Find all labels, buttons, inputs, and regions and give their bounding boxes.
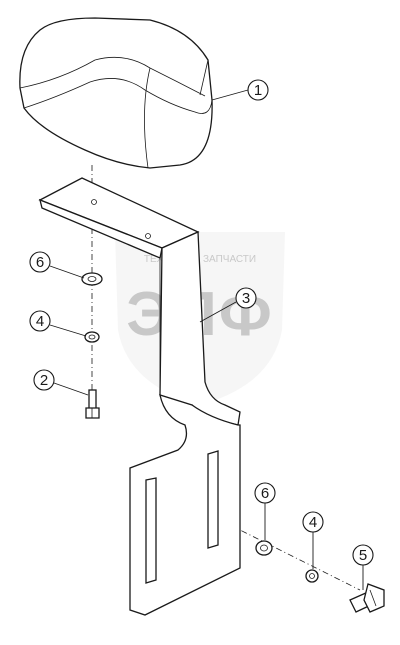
washer-6-right	[255, 540, 273, 556]
cushion-pad	[19, 17, 213, 169]
callout-1-label: 1	[254, 82, 262, 99]
callout-4-left: 4	[29, 310, 87, 337]
callout-2: 2	[33, 369, 89, 396]
bolt-2	[85, 389, 100, 419]
watermark-tagline: ТЕХНИКА И ЗАПЧАСТИ	[144, 254, 256, 265]
callout-6-right: 6	[254, 482, 276, 540]
callout-2-label: 2	[40, 372, 48, 389]
callout-4-right-label: 4	[309, 514, 317, 531]
callout-5-label: 5	[359, 547, 367, 564]
lock-washer-4-left	[84, 331, 100, 343]
callout-6-left-label: 6	[36, 254, 44, 271]
assembly-axes	[91, 165, 361, 591]
callout-5: 5	[352, 544, 374, 590]
callout-4-right: 4	[302, 511, 324, 569]
callout-3: 3	[199, 287, 257, 323]
callout-4-left-label: 4	[36, 313, 44, 330]
bracket	[38, 177, 241, 616]
callout-6-right-label: 6	[261, 485, 269, 502]
callout-3-label: 3	[242, 290, 250, 307]
washer-6-left	[81, 272, 103, 286]
callout-6-left: 6	[29, 251, 85, 279]
bolt-5	[349, 583, 385, 613]
callout-1: 1	[211, 79, 269, 101]
lock-washer-4-right	[305, 569, 319, 583]
